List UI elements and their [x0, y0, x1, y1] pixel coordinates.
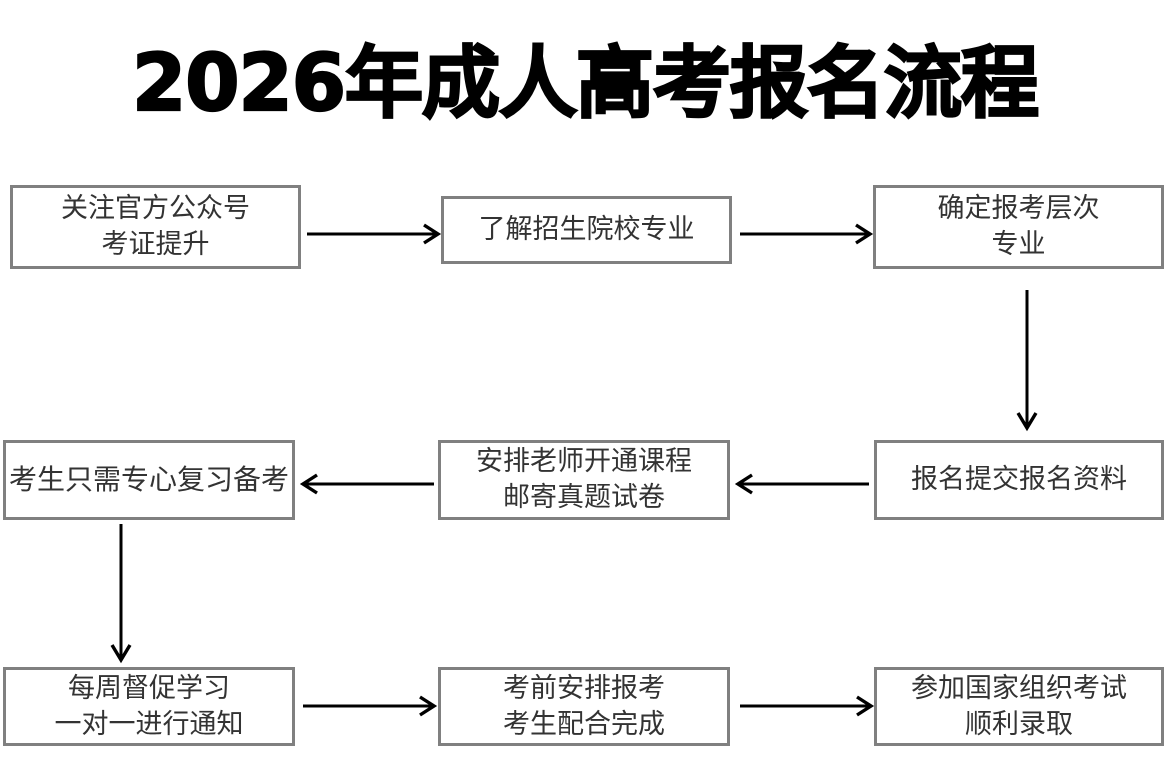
flow-node-6-line1: 报名提交报名资料 — [911, 464, 1127, 495]
flow-node-2[interactable]: 了解招生院校专业 — [441, 196, 732, 264]
flow-node-5-line2: 邮寄真题试卷 — [503, 482, 665, 513]
flow-node-4-line1: 考生只需专心复习备考 — [8, 463, 289, 496]
flow-node-5-line1: 安排老师开通课程 — [476, 446, 692, 477]
arrow-n5-to-n4 — [299, 473, 434, 495]
flow-node-9-line2: 顺利录取 — [965, 708, 1073, 740]
flow-node-3-line1: 确定报考层次 — [937, 193, 1100, 224]
flow-node-1[interactable]: 关注官方公众号 考证提升 — [10, 185, 301, 269]
flow-node-7-line1: 每周督促学习 — [68, 672, 230, 704]
flow-node-1-line2: 考证提升 — [101, 229, 210, 260]
arrow-n2-to-n3 — [740, 223, 874, 245]
arrow-n6-to-n5 — [734, 473, 869, 495]
arrow-n3-to-n6 — [1016, 290, 1038, 432]
flow-node-9[interactable]: 参加国家组织考试 顺利录取 — [874, 667, 1164, 746]
arrow-n7-to-n8 — [303, 695, 438, 717]
flow-node-3-line2: 专业 — [991, 229, 1046, 260]
flow-node-7[interactable]: 每周督促学习 一对一进行通知 — [3, 667, 295, 746]
flow-node-3[interactable]: 确定报考层次 专业 — [873, 185, 1164, 269]
page-title: 2026年成人高考报名流程 — [131, 38, 1040, 130]
arrow-n4-to-n7 — [110, 524, 132, 664]
flow-node-1-line1: 关注官方公众号 — [61, 193, 250, 224]
flow-node-9-line1: 参加国家组织考试 — [911, 672, 1127, 704]
flow-node-2-line1: 了解招生院校专业 — [478, 214, 695, 245]
flow-node-8[interactable]: 考前安排报考 考生配合完成 — [438, 667, 730, 746]
flow-node-8-line2: 考生配合完成 — [503, 708, 665, 740]
arrow-n1-to-n2 — [307, 223, 442, 245]
flow-node-6[interactable]: 报名提交报名资料 — [874, 440, 1164, 520]
flow-node-8-line1: 考前安排报考 — [503, 672, 665, 704]
flow-node-4[interactable]: 考生只需专心复习备考 — [3, 440, 295, 520]
flow-node-7-line2: 一对一进行通知 — [54, 708, 244, 740]
arrow-n8-to-n9 — [740, 695, 875, 717]
flow-node-5[interactable]: 安排老师开通课程 邮寄真题试卷 — [438, 440, 730, 520]
